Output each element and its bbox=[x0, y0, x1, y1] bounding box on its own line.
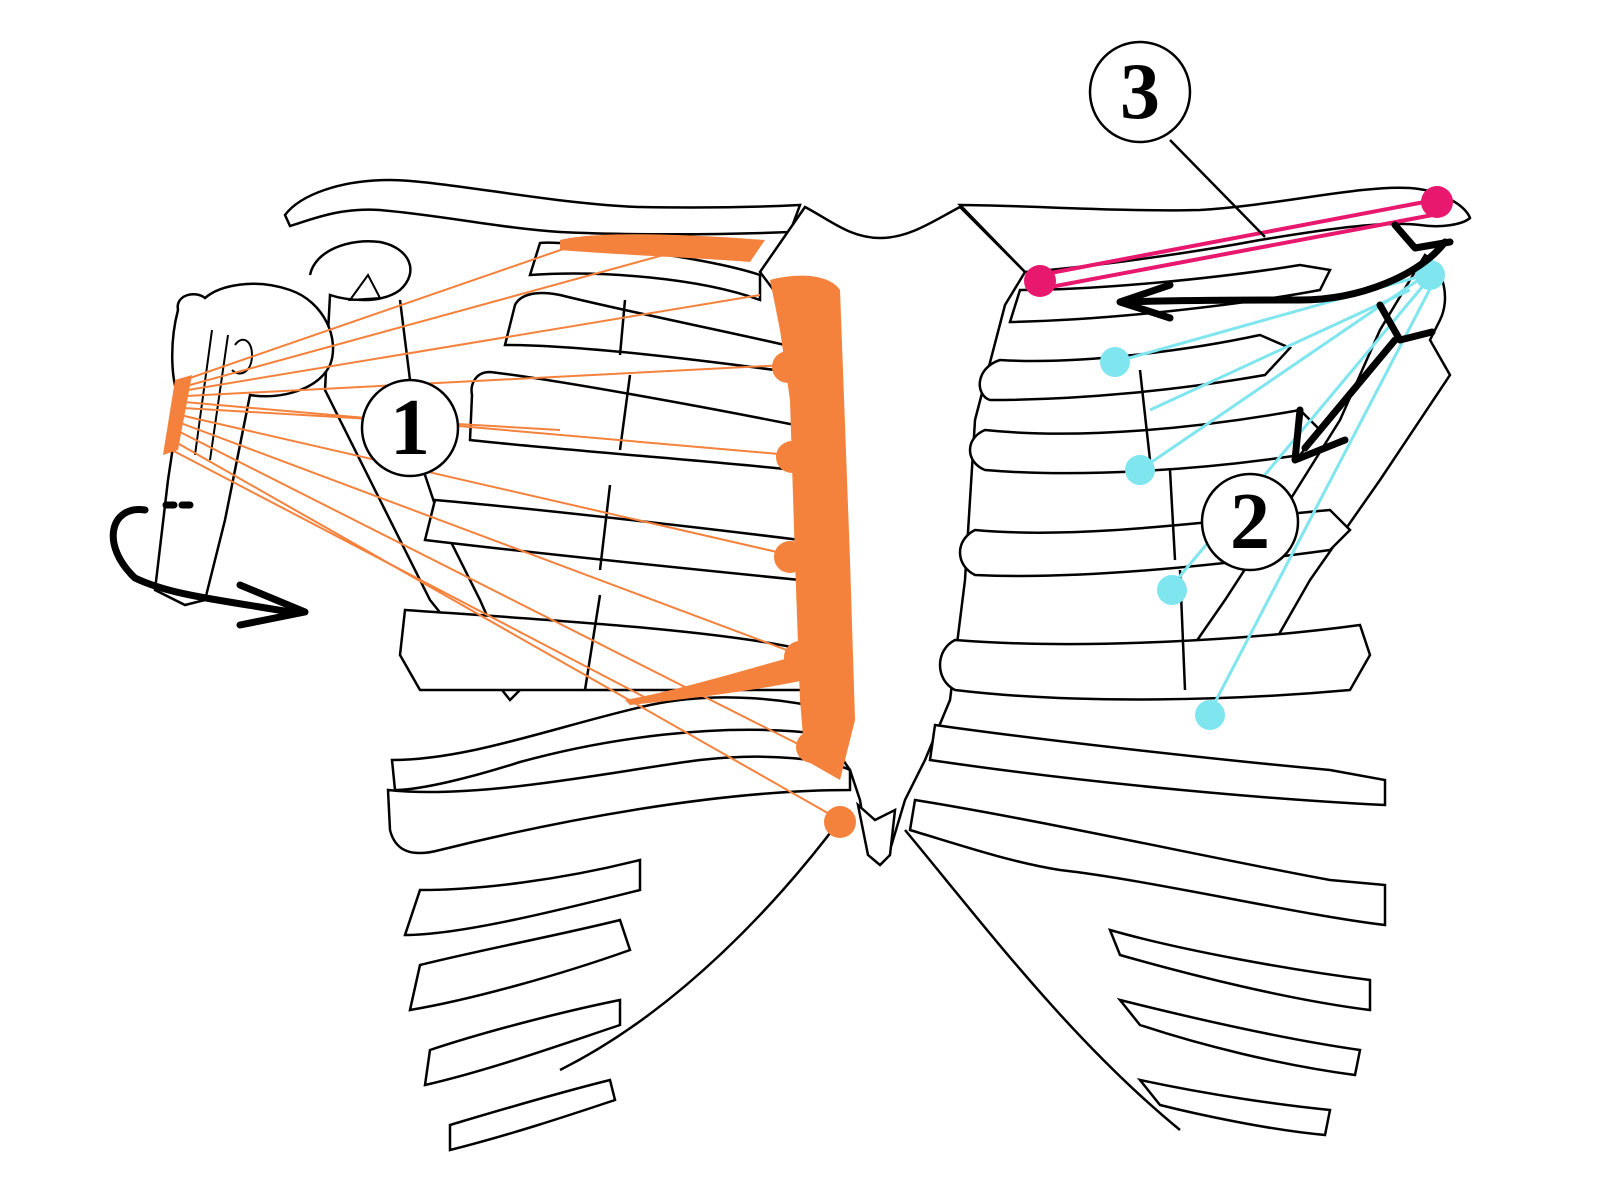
callout-3-circle bbox=[1088, 40, 1192, 144]
left-clavicle bbox=[283, 178, 802, 236]
pectoralis-clavicular-origin bbox=[560, 234, 765, 262]
pectoralis-attachment-point bbox=[774, 541, 806, 573]
left-rib-4 bbox=[423, 498, 802, 582]
pectoralis-minor-attachment-point bbox=[1125, 455, 1155, 485]
left-humerus-tubercle bbox=[231, 338, 254, 375]
pectoralis-major bbox=[163, 234, 856, 838]
left-rib-11 bbox=[448, 1078, 617, 1152]
callout-3-label: 3 bbox=[1120, 48, 1160, 136]
left-rib-10 bbox=[423, 998, 622, 1087]
left-rib-7 bbox=[386, 755, 852, 855]
right-rib-1 bbox=[1008, 263, 1332, 324]
humerus-rotation-arrowhead bbox=[236, 581, 309, 629]
pectoralis-attachment-point bbox=[824, 806, 856, 838]
right-rib-6 bbox=[928, 723, 1387, 807]
left-humerus-groove bbox=[194, 329, 229, 461]
subclavius-attachment-points bbox=[1024, 186, 1453, 297]
callout-3: 3 bbox=[1088, 40, 1266, 238]
clavicle-depression-arrowhead bbox=[1116, 281, 1174, 322]
pectoralis-fibers bbox=[167, 244, 841, 821]
pectoralis-attachment-point bbox=[784, 641, 816, 673]
left-coracoid-notch bbox=[347, 273, 382, 302]
right-rib-3 bbox=[968, 408, 1322, 475]
left-rib-2 bbox=[503, 291, 792, 374]
pectoralis-minor-attachment-point bbox=[1195, 700, 1225, 730]
left-costochondral-lines bbox=[583, 299, 632, 691]
scapula-protraction-arrow bbox=[1301, 336, 1399, 452]
humerus-rotation-arrow bbox=[109, 506, 294, 616]
subclavius-fibers bbox=[1039, 198, 1439, 290]
right-rib-9 bbox=[1116, 997, 1362, 1077]
pectoralis-humeral-insertion bbox=[163, 375, 192, 455]
left-costal-margin bbox=[559, 819, 841, 1072]
callout-3-leader bbox=[1169, 139, 1266, 238]
pectoralis-minor-attachment-point bbox=[1157, 575, 1187, 605]
pectoralis-attachment-point bbox=[772, 351, 804, 383]
callout-2-label: 2 bbox=[1230, 478, 1270, 566]
right-scapula bbox=[1178, 253, 1452, 692]
clavicle-depression-tail bbox=[1391, 221, 1454, 252]
left-rib-8 bbox=[403, 858, 642, 937]
scapula-protraction-arrowhead bbox=[1291, 406, 1349, 464]
pectoralis-sternal-origin bbox=[770, 275, 855, 780]
right-rib-5 bbox=[938, 623, 1372, 701]
callout-2: 2 bbox=[1200, 472, 1300, 572]
right-costal-margin bbox=[904, 829, 1181, 1131]
scapula-protraction-tail bbox=[1376, 301, 1436, 344]
subclavius bbox=[1024, 186, 1453, 297]
pectoralis-attachment-points bbox=[772, 351, 856, 838]
clavicle-depression-arrow bbox=[1121, 238, 1449, 306]
right-clavicle bbox=[957, 186, 1472, 274]
right-rib-8 bbox=[1107, 928, 1372, 1012]
pectoralis-minor-attachment-points bbox=[1100, 260, 1445, 730]
left-rib-9 bbox=[408, 918, 632, 1012]
right-rib-7 bbox=[908, 798, 1387, 927]
right-rib-10 bbox=[1136, 1078, 1332, 1137]
subclavius-attachment-point bbox=[1421, 186, 1453, 218]
action-arrows bbox=[109, 221, 1454, 629]
callout-1-label: 1 bbox=[390, 384, 430, 472]
pectoralis-attachment-point bbox=[776, 441, 808, 473]
callout-1-circle bbox=[360, 378, 460, 478]
pectoralis-abdominal-slip bbox=[625, 655, 805, 705]
pectoralis-attachment-point bbox=[796, 731, 828, 763]
callout-2-circle bbox=[1200, 472, 1300, 572]
xiphoid-process bbox=[856, 801, 897, 867]
left-rib-6 bbox=[390, 696, 832, 792]
left-rib-3 bbox=[468, 370, 797, 472]
subclavius-attachment-point bbox=[1024, 265, 1056, 297]
callout-1: 1 bbox=[360, 378, 460, 478]
pectoralis-minor-attachment-point bbox=[1100, 347, 1130, 377]
